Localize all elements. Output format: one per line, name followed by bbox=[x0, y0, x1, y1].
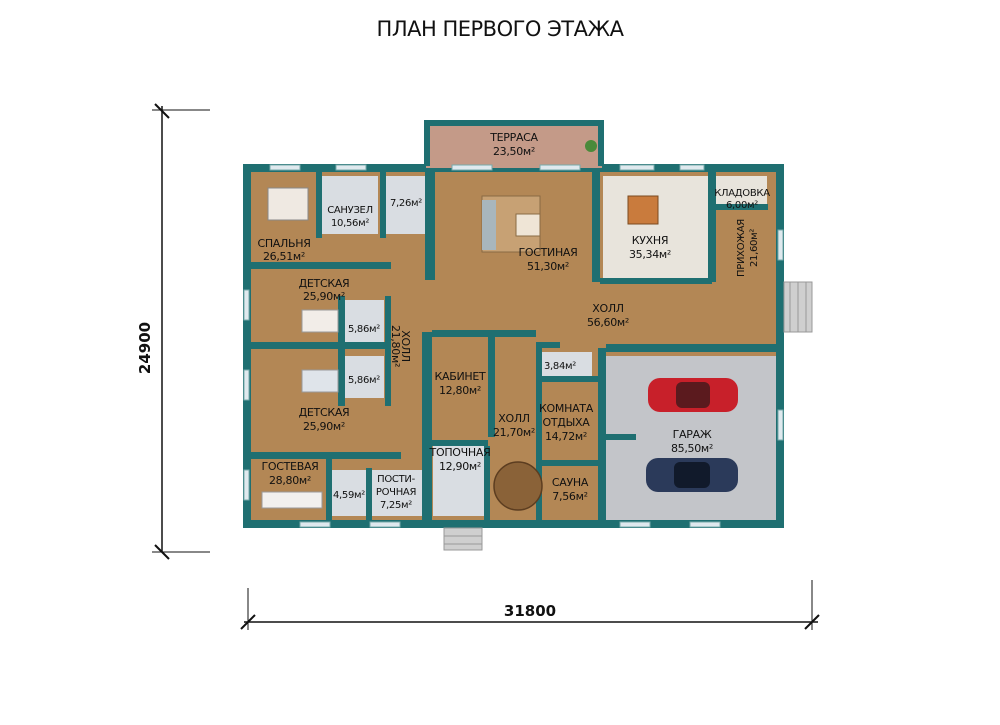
guest-area: 28,80м² bbox=[269, 474, 311, 487]
boiler-area: 12,90м² bbox=[439, 460, 481, 473]
kitchen-name: КУХНЯ bbox=[632, 234, 668, 247]
kids2-area: 25,90м² bbox=[303, 420, 345, 433]
hall1-area: 56,60м² bbox=[587, 316, 629, 329]
wc3-floor bbox=[344, 356, 384, 398]
wc1-area: 7,26м² bbox=[390, 198, 422, 209]
lounge-name-line1: КОМНАТА bbox=[539, 402, 594, 415]
entry-area: 21,60м² bbox=[749, 229, 760, 267]
sauna-area: 7,56м² bbox=[552, 490, 587, 503]
hall1-name: ХОЛЛ bbox=[592, 302, 624, 315]
laundry-floor bbox=[372, 470, 422, 516]
laundry-name-line2: РОЧНАЯ bbox=[376, 487, 416, 498]
car-red-icon bbox=[648, 378, 738, 412]
room-labels: ТЕРРАСА 23,50м² 7,26м² САНУЗЕЛ 10,56м² С… bbox=[257, 131, 770, 511]
plant-icon bbox=[585, 140, 597, 152]
garage-area: 85,50м² bbox=[671, 442, 713, 455]
kids2-name: ДЕТСКАЯ bbox=[299, 406, 350, 419]
sauna-name: САУНА bbox=[552, 476, 589, 489]
bath1-area: 10,56м² bbox=[331, 218, 369, 229]
wc2-area: 5,86м² bbox=[348, 324, 380, 335]
lounge-area: 14,72м² bbox=[545, 430, 587, 443]
dimension-height-label: 24900 bbox=[136, 322, 154, 374]
terrace-deck bbox=[426, 122, 602, 168]
pantry-floor bbox=[711, 176, 767, 206]
spiral-stairs bbox=[493, 461, 543, 511]
hall2-name: ХОЛЛ bbox=[399, 330, 412, 362]
hall3-area: 21,70м² bbox=[493, 426, 535, 439]
laundry-name-line1: ПОСТИ- bbox=[377, 474, 415, 485]
kids1-area: 25,90м² bbox=[303, 290, 345, 303]
laundry-area: 7,25м² bbox=[380, 500, 412, 511]
boiler-floor bbox=[433, 446, 485, 516]
terrace-area: 23,50м² bbox=[493, 145, 535, 158]
guest-name: ГОСТЕВАЯ bbox=[261, 460, 318, 473]
terrace-name: ТЕРРАСА bbox=[489, 131, 538, 144]
windows bbox=[243, 164, 784, 528]
garage-name: ГАРАЖ bbox=[673, 428, 712, 441]
bedroom-name: СПАЛЬНЯ bbox=[257, 237, 310, 250]
living-area: 51,30м² bbox=[527, 260, 569, 273]
car-blue-icon bbox=[646, 458, 738, 492]
bath1-floor bbox=[320, 176, 378, 234]
bedroom-area: 26,51м² bbox=[263, 250, 305, 263]
wc2-floor bbox=[344, 300, 384, 344]
bath1-name: САНУЗЕЛ bbox=[327, 205, 373, 216]
dimension-width-label: 31800 bbox=[504, 602, 556, 620]
plan-title: ПЛАН ПЕРВОГО ЭТАЖА bbox=[377, 17, 625, 41]
lounge-name-line2: ОТДЫХА bbox=[543, 416, 591, 429]
dimension-vertical: 24900 bbox=[136, 103, 210, 560]
entry-name: ПРИХОЖАЯ bbox=[736, 219, 747, 277]
wc3-area: 5,86м² bbox=[348, 375, 380, 386]
wc4-floor bbox=[540, 352, 592, 376]
boiler-name: ТОПОЧНАЯ bbox=[429, 446, 491, 459]
kitchen-floor bbox=[603, 176, 709, 282]
kitchen-area: 35,34м² bbox=[629, 248, 671, 261]
study-area: 12,80м² bbox=[439, 384, 481, 397]
wc4-area: 3,84м² bbox=[544, 361, 576, 372]
study-name: КАБИНЕТ bbox=[435, 370, 487, 383]
kids1-name: ДЕТСКАЯ bbox=[299, 277, 350, 290]
interior-walls bbox=[251, 172, 776, 522]
wc5-floor bbox=[332, 470, 368, 516]
wc5-area: 4,59м² bbox=[333, 490, 365, 501]
hall3-name: ХОЛЛ bbox=[498, 412, 530, 425]
pantry-name: КЛАДОВКА bbox=[714, 188, 770, 199]
wc1-floor bbox=[385, 176, 425, 234]
living-name: ГОСТИНАЯ bbox=[518, 246, 577, 259]
hall2-area: 21,80м² bbox=[389, 325, 402, 367]
furniture bbox=[261, 187, 659, 509]
pantry-area: 6,00м² bbox=[726, 200, 758, 211]
entry-steps bbox=[443, 281, 813, 551]
dimension-horizontal: 31800 bbox=[240, 580, 820, 630]
